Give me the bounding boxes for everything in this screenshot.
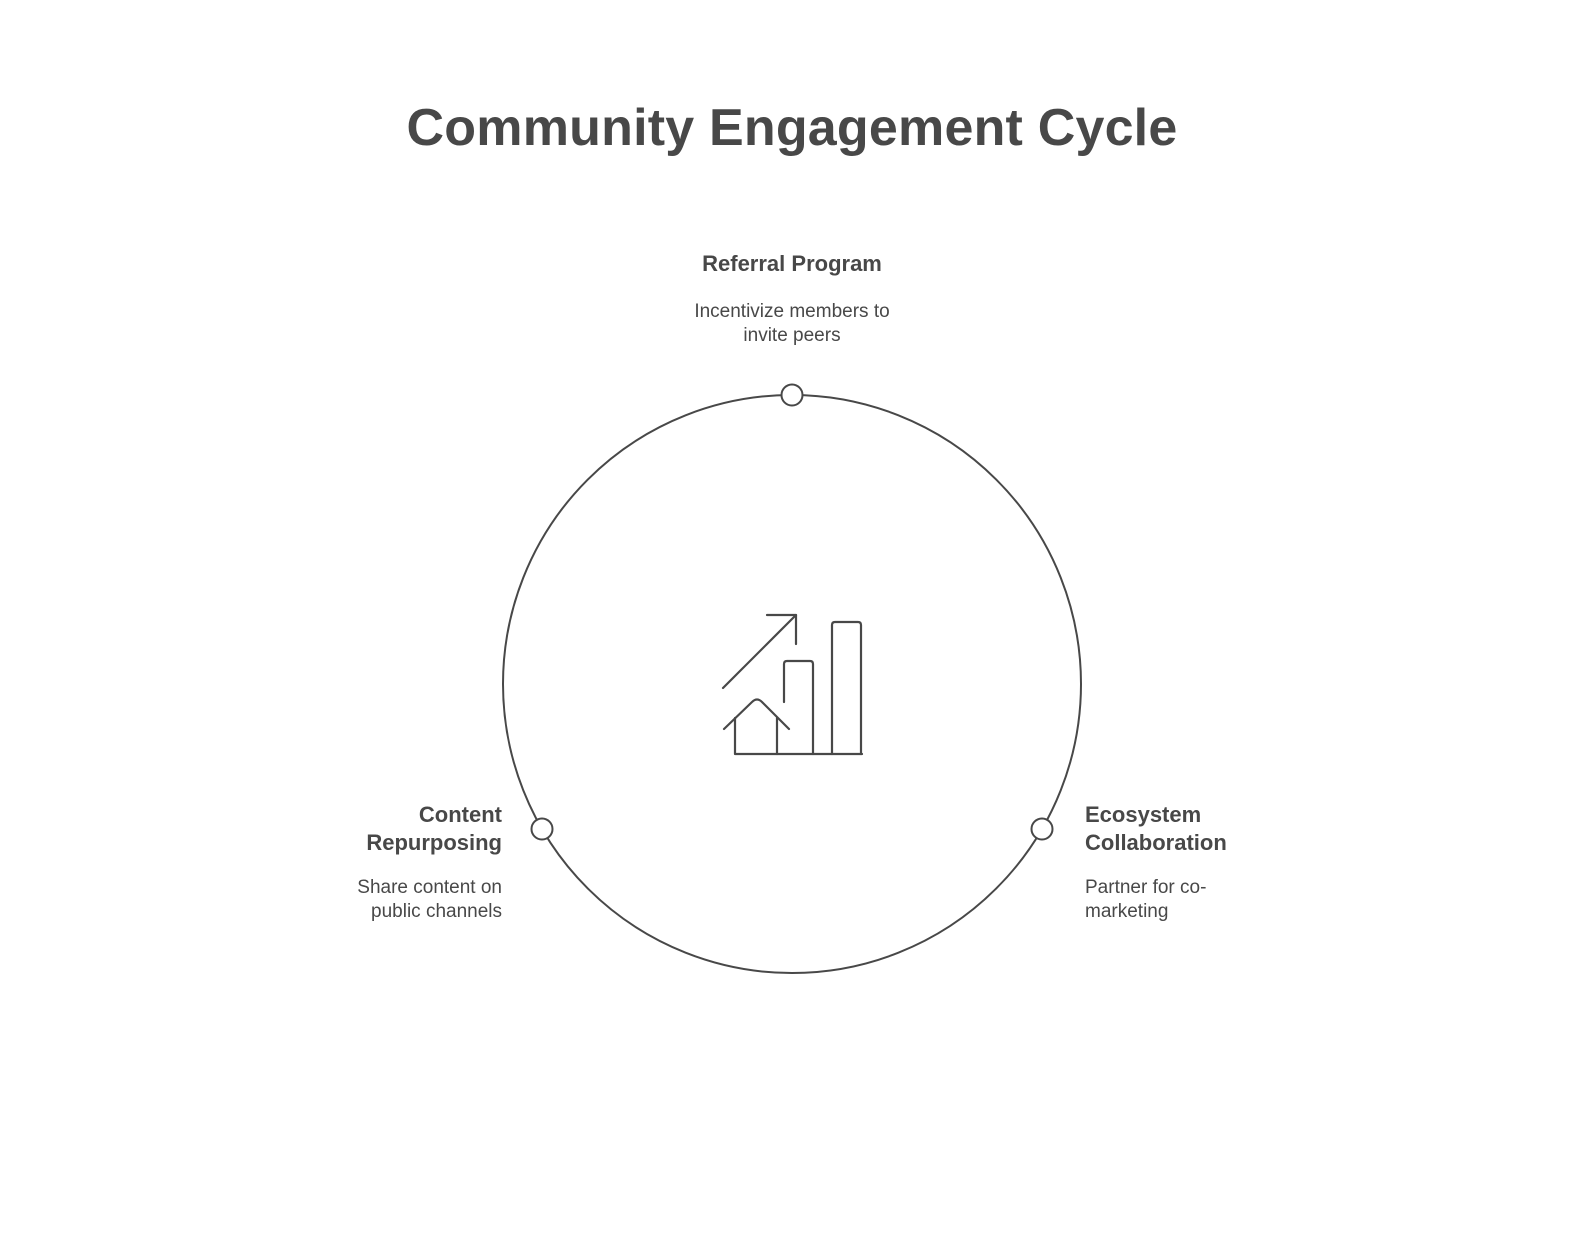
node-desc-content: Share content on public channels	[357, 877, 502, 922]
diagram-title: Community Engagement Cycle	[406, 99, 1178, 157]
node-label-referral: Referral Program	[702, 251, 882, 276]
node-desc-referral: Incentivize members to invite peers	[694, 301, 890, 346]
node-label-content: Content Repurposing	[366, 802, 502, 855]
node-label-ecosystem: Ecosystem Collaboration	[1085, 802, 1227, 855]
cycle-ring	[502, 394, 1082, 974]
node-marker-referral[interactable]	[780, 383, 804, 407]
node-marker-content[interactable]	[530, 817, 554, 841]
node-desc-ecosystem: Partner for co-marketing	[1085, 877, 1207, 922]
node-marker-ecosystem[interactable]	[1030, 817, 1054, 841]
growth-chart-icon	[721, 613, 864, 756]
